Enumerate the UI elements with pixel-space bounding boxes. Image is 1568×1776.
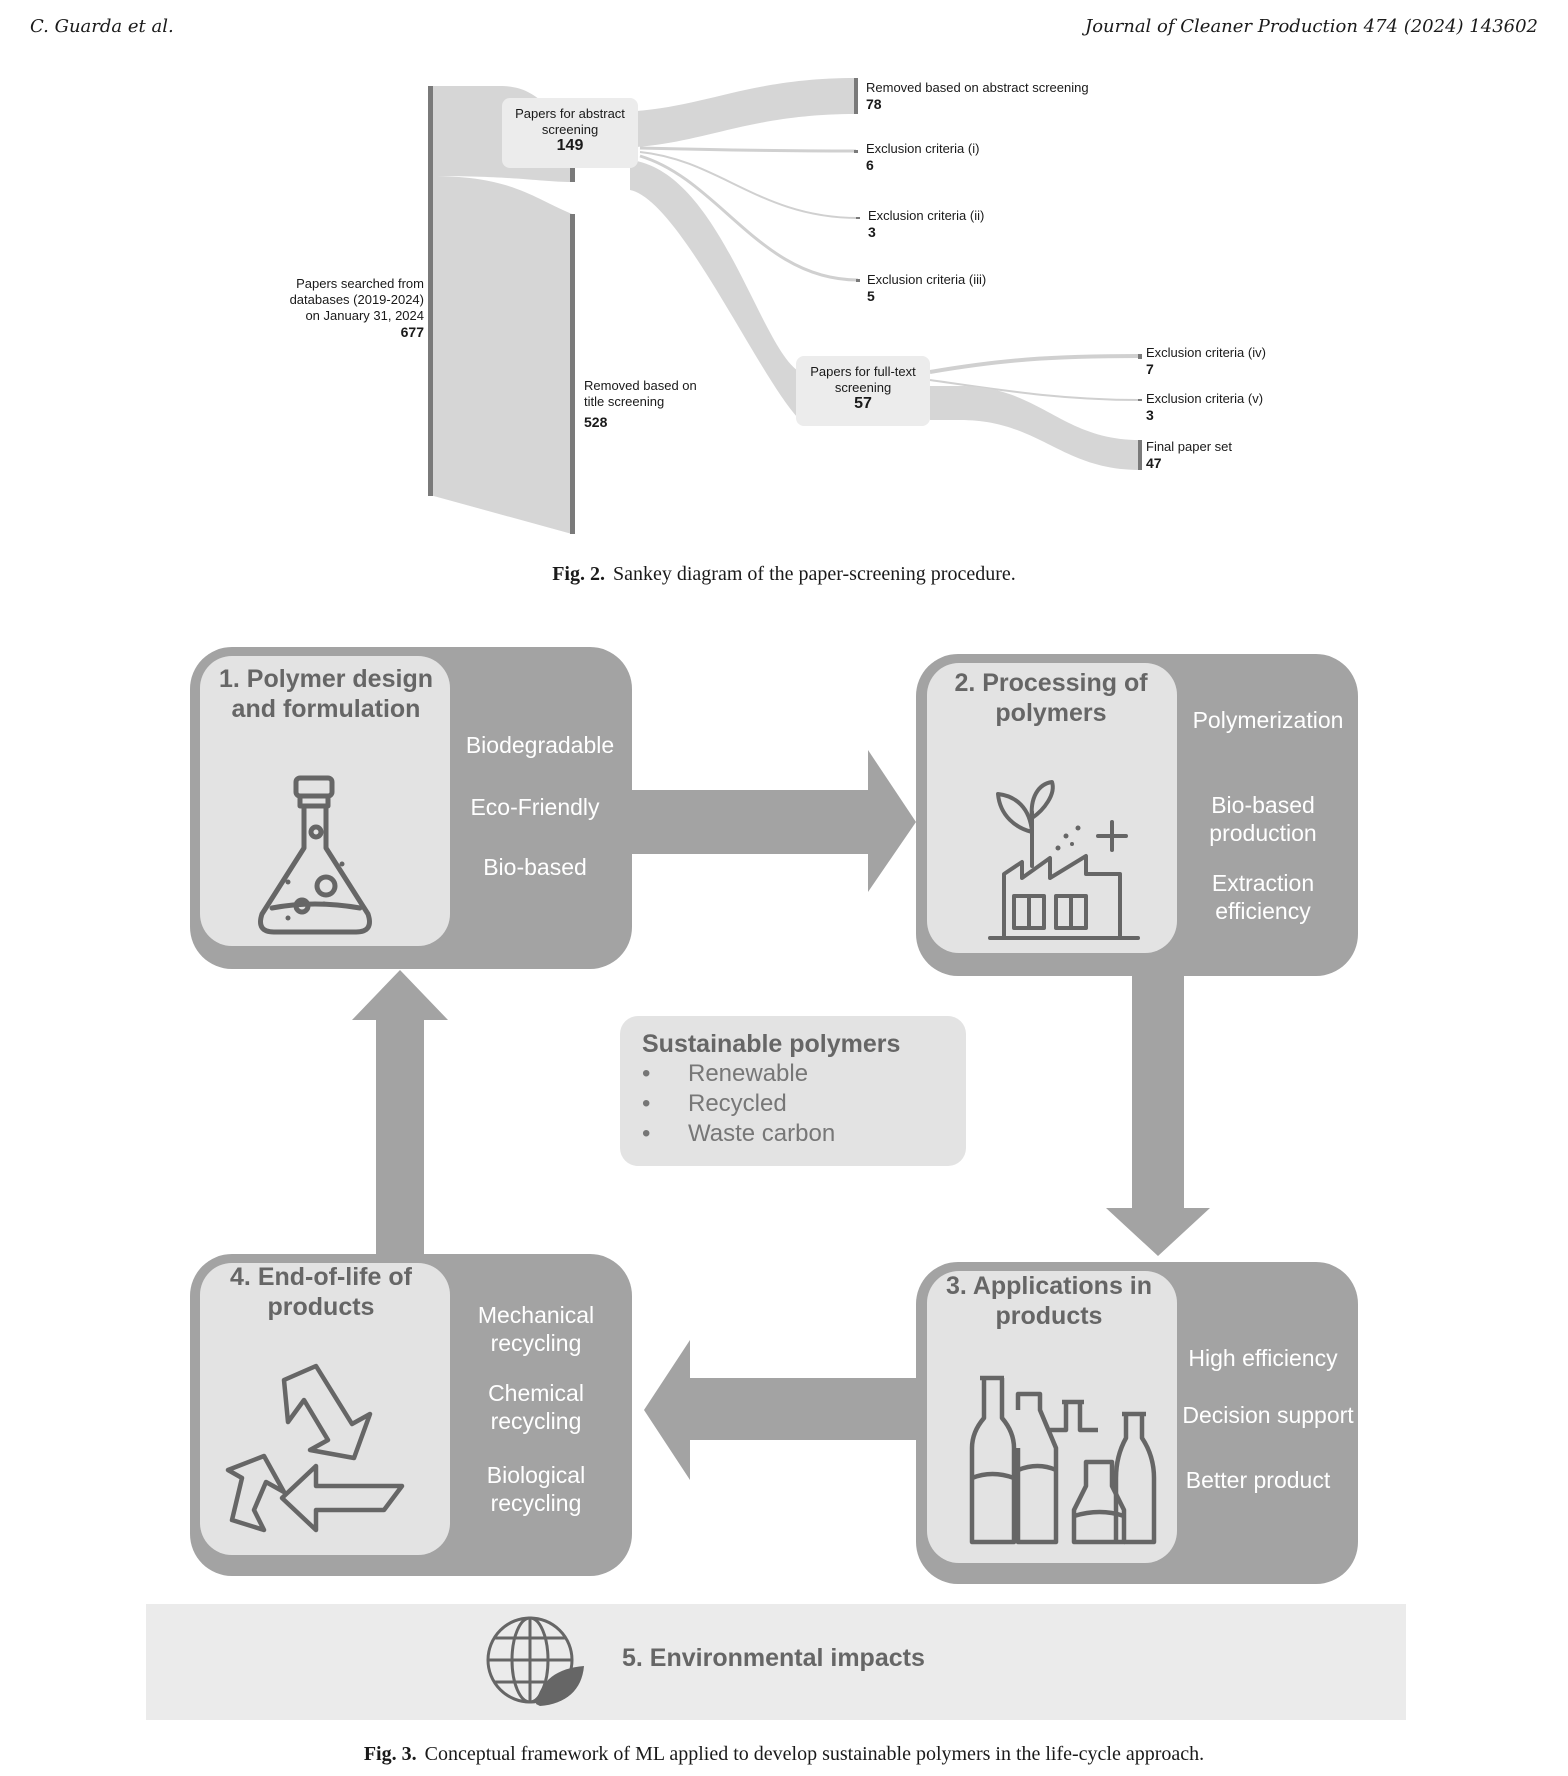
bottles-icon — [969, 1375, 1157, 1545]
arrow-up — [352, 970, 448, 1260]
sankey-label-removed-title: Removed based on title screening 528 — [584, 378, 697, 430]
card-polymer-design-title: 1. Polymer design and formulation — [219, 665, 433, 723]
sustainable-polymers-bullet: •Waste carbon — [642, 1120, 836, 1147]
figure-2-label: Fig. 2. — [552, 563, 605, 585]
sankey-label-final: Final paper set 47 — [1146, 439, 1232, 471]
sankey-bar-searched — [428, 86, 433, 496]
card-applications-item-1: High efficiency — [1188, 1345, 1338, 1371]
card-processing-item-3: Extraction efficiency — [1211, 870, 1315, 924]
card-end-of-life-item-3: Biological recycling — [486, 1462, 586, 1516]
factory-icon — [988, 780, 1140, 940]
card-polymer-design-item-1: Biodegradable — [465, 732, 615, 758]
framework-arrows — [352, 750, 1210, 1480]
flow-to-removed-abstract — [572, 78, 856, 148]
sankey-bar-excl-i — [854, 150, 858, 153]
card-processing-inner — [927, 663, 1177, 953]
sankey-label-excl-iii: Exclusion criteria (iii) 5 — [867, 272, 987, 304]
figure-3-label: Fig. 3. — [363, 1743, 417, 1765]
sankey-bar-excl-iii — [856, 279, 860, 282]
figure-3-caption-text: Conceptual framework of ML applied to de… — [424, 1743, 1205, 1765]
sustainable-polymers-bullet: •Recycled — [642, 1090, 787, 1117]
sankey-label-removed-abstract: Removed based on abstract screening 78 — [866, 80, 1089, 112]
sankey-label-excl-v: Exclusion criteria (v) 3 — [1146, 391, 1264, 423]
figure-3-caption: Fig. 3. Conceptual framework of ML applie… — [0, 1743, 1568, 1766]
flow-to-final — [930, 386, 1140, 470]
card-polymer-design-inner — [200, 656, 450, 946]
card-processing-title: 2. Processing of polymers — [954, 669, 1148, 727]
arrow-right — [630, 750, 916, 892]
card-applications-title: 3. Applications in products — [945, 1272, 1153, 1330]
sankey-diagram — [428, 78, 1142, 534]
sankey-bar-excl-v — [1138, 399, 1142, 401]
running-header-journal: Journal of Cleaner Production 474 (2024)… — [1084, 16, 1538, 37]
sankey-bar-removed-title — [570, 214, 575, 534]
sankey-bar-final — [1138, 440, 1142, 470]
card-end-of-life-title: 4. End-of-life of products — [230, 1263, 412, 1321]
arrow-down — [1106, 974, 1210, 1256]
card-end-of-life-inner — [200, 1263, 450, 1555]
card-polymer-design-item-3: Bio-based — [483, 854, 587, 880]
running-header-authors: C. Guarda et al. — [30, 16, 174, 37]
card-processing-item-2: Bio-based production — [1209, 792, 1317, 846]
sankey-label-searched: Papers searched from databases (2019-202… — [289, 276, 424, 340]
flask-icon — [258, 775, 372, 935]
card-polymer-design-item-2: Eco-Friendly — [470, 794, 600, 820]
sankey-label-excl-i: Exclusion criteria (i) 6 — [866, 141, 980, 173]
card-processing-item-1: Polymerization — [1192, 707, 1344, 733]
flow-to-fulltext — [630, 160, 830, 420]
flow-to-excl-ii — [639, 151, 859, 219]
flow-to-excl-i — [639, 146, 857, 153]
card-applications-item-2: Decision support — [1182, 1402, 1354, 1428]
sustainable-polymers-box: Sustainable polymers •Renewable •Recycle… — [620, 1016, 966, 1166]
globe-leaf-icon — [486, 1616, 584, 1706]
sankey-label-excl-iv: Exclusion criteria (iv) 7 — [1146, 345, 1266, 377]
recycle-icon — [225, 1363, 405, 1533]
sankey-label-excl-ii: Exclusion criteria (ii) 3 — [868, 208, 985, 240]
flow-to-excl-iv — [929, 354, 1141, 374]
sustainable-polymers-bullet: •Renewable — [642, 1060, 809, 1087]
sankey-node-fulltext: Papers for full-text screening 57 — [796, 356, 930, 426]
sustainable-polymers-title: Sustainable polymers — [642, 1030, 901, 1058]
card-applications-item-3: Better product — [1185, 1467, 1331, 1493]
environmental-impacts-band: 5. Environmental impacts — [146, 1604, 1406, 1720]
card-end-of-life-item-2: Chemical recycling — [488, 1380, 584, 1434]
figure-2-caption-text: Sankey diagram of the paper-screening pr… — [613, 563, 1016, 585]
sankey-bar-excl-iv — [1138, 354, 1142, 359]
card-end-of-life-item-1: Mechanical recycling — [477, 1302, 595, 1356]
sankey-node-abstract: Papers for abstract screening 149 — [502, 98, 638, 168]
environmental-impacts-title: 5. Environmental impacts — [622, 1644, 925, 1672]
card-applications-inner — [927, 1271, 1177, 1563]
arrow-left — [644, 1340, 920, 1480]
flow-to-removed-title — [430, 176, 572, 534]
flow-to-excl-iii — [639, 154, 859, 282]
sankey-bar-removed-abstract — [854, 78, 858, 114]
flow-to-excl-v — [929, 379, 1141, 401]
figure-2-caption: Fig. 2. Sankey diagram of the paper-scree… — [0, 563, 1568, 586]
sankey-bar-excl-ii — [856, 217, 860, 219]
